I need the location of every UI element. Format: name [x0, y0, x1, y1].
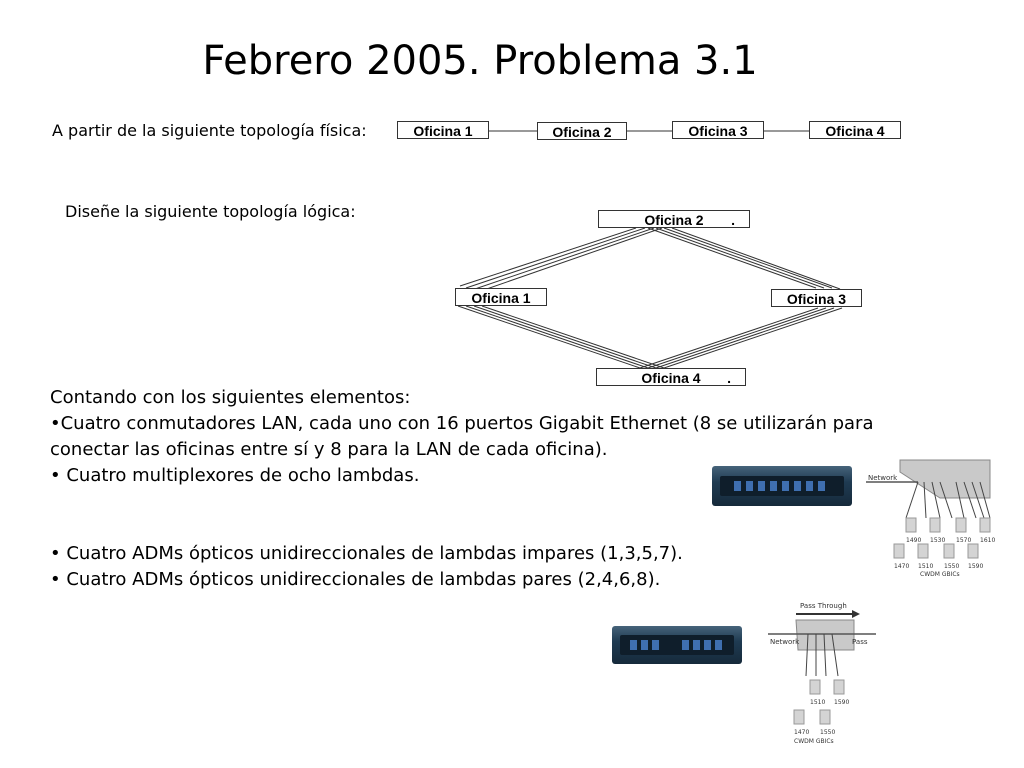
mux-wavelength: 1510 [918, 563, 933, 570]
mux-wavelength: 1470 [894, 563, 909, 570]
physical-intro-text: A partir de la siguiente topología físic… [52, 121, 367, 140]
physical-office-2: Oficina 2 [537, 122, 627, 140]
adm-wavelength: 1590 [834, 699, 849, 706]
mux-wavelength: 1530 [930, 537, 945, 544]
mux-wavelength: 1610 [980, 537, 995, 544]
mux-network-label: Network [868, 474, 898, 482]
mux-wavelength: 1590 [968, 563, 983, 570]
office-label: Oficina 2 [644, 212, 704, 228]
adm-pass-label: Pass [852, 638, 868, 646]
office-label: Oficina 1 [413, 123, 473, 139]
adm-wavelength: 1550 [820, 729, 835, 736]
logical-office-4: Oficina 4. [596, 368, 746, 386]
multiplexer-device-image [712, 466, 852, 506]
adm-diagram: Pass Through Network Pass 1510 1590 1470… [768, 602, 876, 745]
page-title: Febrero 2005. Problema 3.1 [202, 38, 758, 84]
logical-office-1: Oficina 1 [455, 288, 547, 306]
physical-office-4: Oficina 4 [809, 121, 901, 139]
office-marker: . [731, 212, 735, 228]
logical-office-2: Oficina 2. [598, 210, 750, 228]
mux-wavelength: 1490 [906, 537, 921, 544]
office-marker: . [727, 370, 731, 386]
logical-intro-text: Diseñe la siguiente topología lógica: [65, 202, 356, 221]
adm-caption: CWDM GBICs [794, 738, 834, 745]
element-item: • Cuatro ADMs ópticos unidireccionales d… [50, 569, 661, 590]
office-label: Oficina 4 [641, 370, 701, 386]
mux-wavelength: 1570 [956, 537, 971, 544]
adm-wavelength: 1470 [794, 729, 809, 736]
adm-pass-through-label: Pass Through [800, 602, 847, 610]
office-label: Oficina 2 [552, 124, 612, 140]
logical-office-3: Oficina 3 [771, 289, 862, 307]
multiplexer-diagram: Network 1490 1530 1570 1610 1470 1510 15… [866, 459, 995, 578]
physical-office-3: Oficina 3 [672, 121, 764, 139]
element-item: • Cuatro ADMs ópticos unidireccionales d… [50, 543, 683, 564]
adm-wavelength: 1510 [810, 699, 825, 706]
element-item: •Cuatro conmutadores LAN, cada uno con 1… [50, 413, 874, 460]
office-label: Oficina 4 [825, 123, 885, 139]
mux-caption: CWDM GBICs [920, 571, 960, 578]
elements-text: Contando con los siguientes elementos: •… [50, 385, 910, 593]
elements-intro: Contando con los siguientes elementos: [50, 387, 411, 408]
office-label: Oficina 3 [688, 123, 748, 139]
adm-network-label: Network [770, 638, 800, 646]
mux-wavelength: 1550 [944, 563, 959, 570]
office-label: Oficina 1 [471, 290, 531, 306]
element-item: • Cuatro multiplexores de ocho lambdas. [50, 465, 420, 486]
office-label: Oficina 3 [786, 291, 847, 307]
adm-device-image [612, 626, 742, 664]
physical-office-1: Oficina 1 [397, 121, 489, 139]
